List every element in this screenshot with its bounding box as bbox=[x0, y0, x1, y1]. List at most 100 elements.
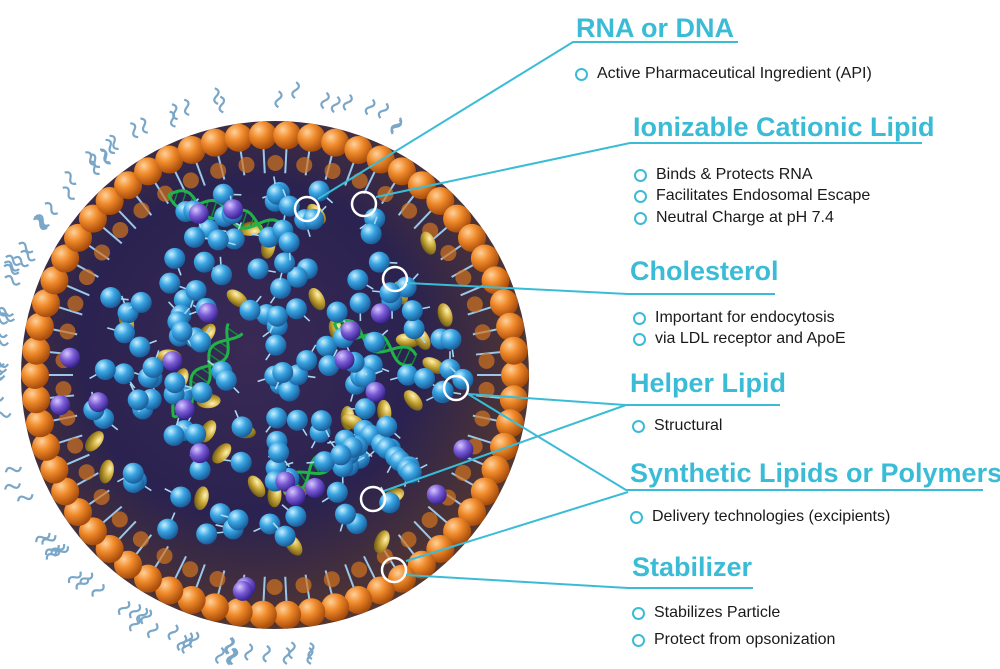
ionizable-lipid-head bbox=[397, 364, 419, 386]
inner-lipid-head bbox=[474, 410, 491, 427]
outer-lipid-head bbox=[297, 123, 326, 152]
bullet-cholesterol-2: via LDL receptor and ApoE bbox=[633, 328, 846, 349]
ionizable-lipid-head bbox=[129, 336, 151, 358]
ionizable-lipid-head bbox=[190, 331, 212, 353]
peg-squiggle bbox=[218, 95, 226, 114]
inner-lipid-head bbox=[421, 511, 438, 528]
ionizable-lipid-head bbox=[142, 356, 164, 378]
inner-lipid-head bbox=[267, 155, 284, 172]
peg-squiggle bbox=[79, 572, 94, 585]
outer-lipid-head bbox=[457, 498, 486, 527]
bullet-ionizable-2: Facilitates Endosomal Escape bbox=[634, 185, 870, 206]
ionizable-lipid-head bbox=[363, 331, 385, 353]
ionizable-lipid-head bbox=[395, 276, 417, 298]
inner-lipid-head bbox=[401, 202, 418, 219]
helper-lipid-head bbox=[285, 485, 306, 506]
peg-squiggle bbox=[342, 93, 353, 111]
helper-lipid-head bbox=[50, 395, 71, 416]
peg-squiggle bbox=[44, 202, 59, 215]
outer-lipid-head bbox=[224, 123, 253, 152]
inner-lipid-head bbox=[67, 437, 84, 454]
bullet-ionizable-3: Neutral Charge at pH 7.4 bbox=[634, 207, 834, 228]
rna-base-pair bbox=[226, 326, 240, 337]
outer-lipid-head bbox=[114, 550, 143, 579]
ionizable-lipid-head bbox=[296, 349, 318, 371]
peg-squiggle bbox=[105, 138, 115, 155]
peg-squiggle bbox=[0, 328, 8, 339]
outer-lipid-head bbox=[22, 385, 51, 414]
peg-squiggle bbox=[33, 215, 49, 229]
outer-lipid-head bbox=[224, 598, 253, 627]
heading-synthetic-lipids: Synthetic Lipids or Polymers bbox=[630, 458, 1000, 488]
inner-lipid-head bbox=[296, 157, 313, 174]
peg-squiggle bbox=[274, 90, 283, 109]
peg-squiggle bbox=[320, 91, 330, 110]
outer-lipid-head bbox=[134, 157, 163, 186]
ionizable-lipid-head bbox=[164, 247, 186, 269]
inner-lipid-head bbox=[182, 172, 199, 189]
outer-lipid-head bbox=[344, 586, 373, 615]
ionizable-lipid-head bbox=[265, 334, 287, 356]
peg-squiggle bbox=[364, 98, 376, 116]
peg-squiggle bbox=[215, 646, 225, 665]
ionizable-lipid-head bbox=[326, 481, 348, 503]
helper-lipid-head bbox=[365, 381, 386, 402]
rna-base-pair bbox=[311, 461, 321, 474]
rna-base-pair bbox=[402, 348, 412, 366]
ionizable-lipid-head bbox=[285, 505, 307, 527]
outer-lipid-head bbox=[95, 534, 124, 563]
ionizable-lipid-head bbox=[316, 335, 338, 357]
helper-lipid-head bbox=[88, 392, 109, 413]
inner-lipid-head bbox=[78, 269, 95, 286]
peg-squiggle bbox=[0, 410, 12, 418]
ionizable-lipid-head bbox=[274, 252, 296, 274]
ionizable-lipid-head bbox=[268, 441, 290, 463]
helper-marker bbox=[442, 374, 470, 402]
helper-lipid-head bbox=[453, 439, 474, 460]
ionizable-lipid-head bbox=[379, 282, 401, 304]
peg-squiggle bbox=[130, 122, 139, 139]
peg-squiggle bbox=[64, 171, 77, 185]
ionizable-lipid-head bbox=[94, 359, 116, 381]
outer-lipid-head bbox=[40, 455, 69, 484]
peg-squiggle bbox=[213, 87, 220, 105]
peg-squiggle bbox=[75, 577, 90, 590]
peg-squiggle bbox=[4, 466, 22, 473]
ionizable-lipid-head bbox=[185, 279, 207, 301]
outer-lipid-head bbox=[344, 135, 373, 164]
bullet-rna-1: Active Pharmaceutical Ingredient (API) bbox=[575, 63, 872, 84]
cholesterol-molecule bbox=[420, 231, 437, 255]
heading-helper-lipid: Helper Lipid bbox=[630, 368, 787, 398]
peg-squiggle bbox=[390, 117, 403, 133]
outer-lipid-head bbox=[273, 600, 302, 629]
peg-squiggle bbox=[176, 634, 188, 652]
peg-squiggle bbox=[89, 153, 101, 168]
outer-lipid-head bbox=[51, 477, 80, 506]
helper-lipid-head bbox=[426, 484, 447, 505]
ionizable-lipid-head bbox=[127, 389, 149, 411]
inner-lipid-head bbox=[133, 202, 150, 219]
ionizable-lipid-head bbox=[259, 513, 281, 535]
rna-base-pair bbox=[411, 355, 417, 366]
peg-squiggle bbox=[0, 394, 5, 402]
ionizable-lipid-head bbox=[286, 266, 308, 288]
peg-squiggle bbox=[128, 616, 141, 632]
peg-squiggle bbox=[45, 549, 61, 560]
outer-lipid-head bbox=[32, 432, 61, 461]
outer-lipid-head bbox=[51, 244, 80, 273]
peg-squiggle bbox=[291, 81, 300, 99]
outer-lipid-head bbox=[321, 128, 350, 157]
ionizable-lipid-head bbox=[360, 223, 382, 245]
cholesterol-molecule bbox=[247, 475, 266, 498]
peg-squiggle bbox=[140, 609, 153, 625]
helper-lipid-head bbox=[232, 580, 253, 601]
helper-lipid-head bbox=[162, 351, 183, 372]
helper-lipid-head bbox=[174, 399, 195, 420]
peg-squiggle bbox=[50, 543, 66, 555]
cholesterol-molecule bbox=[308, 287, 326, 311]
inner-lipid-head bbox=[324, 162, 341, 179]
helper-lipid-head bbox=[222, 199, 243, 220]
ionizable-lipid-head bbox=[212, 183, 234, 205]
ionizable-lipid-head bbox=[164, 372, 186, 394]
helper-lipid-head bbox=[275, 471, 296, 492]
